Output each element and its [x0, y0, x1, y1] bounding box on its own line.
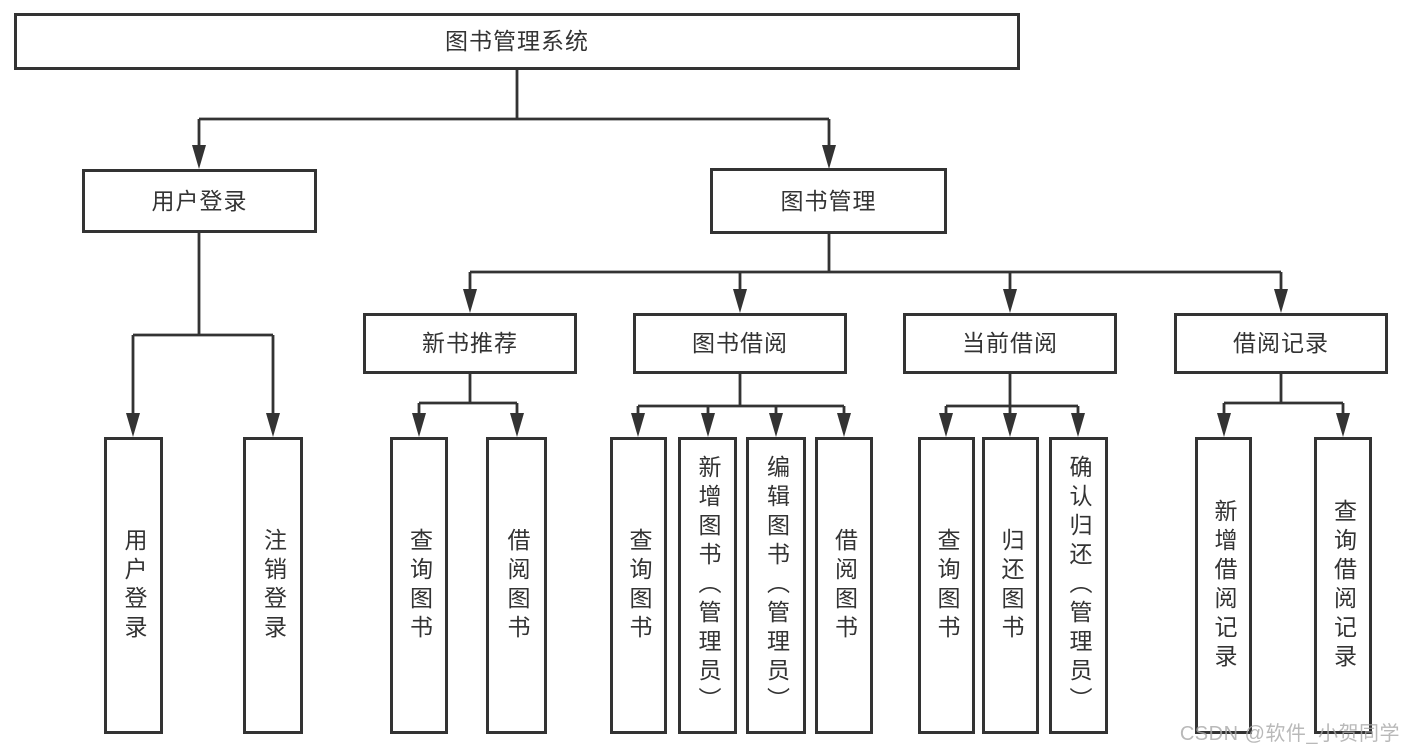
node-label: 借阅记录: [1233, 330, 1329, 356]
leaf-records-query-record: 查询借阅记录: [1314, 437, 1372, 734]
node-label: 确认归还（管理员）: [1066, 455, 1092, 716]
node-label: 借阅图书: [831, 527, 858, 644]
node-library-management-system: 图书管理系统: [14, 13, 1020, 70]
node-label: 图书借阅: [692, 330, 788, 356]
leaf-current-return-books: 归还图书: [982, 437, 1039, 734]
leaf-logout: 注销登录: [243, 437, 303, 734]
node-label: 查询图书: [406, 527, 433, 644]
node-book-management: 图书管理: [710, 168, 947, 234]
leaf-borrowing-borrow-books: 借阅图书: [815, 437, 873, 734]
leaf-current-query-books: 查询图书: [918, 437, 975, 734]
node-label: 图书管理: [780, 187, 877, 214]
leaf-borrowing-query-books: 查询图书: [610, 437, 667, 734]
node-label: 用户登录: [121, 527, 147, 644]
node-label: 查询图书: [626, 527, 652, 644]
csdn-watermark: CSDN @软件_小贺同学: [1179, 723, 1400, 745]
leaf-recommend-borrow-books: 借阅图书: [486, 437, 547, 734]
node-label: 新增图书（管理员）: [695, 455, 721, 716]
node-label: 借阅图书: [504, 527, 530, 644]
leaf-user-login: 用户登录: [104, 437, 163, 734]
leaf-borrowing-edit-books-admin: 编辑图书（管理员）: [746, 437, 806, 734]
node-current-borrowing: 当前借阅: [903, 313, 1117, 374]
node-label: 注销登录: [260, 527, 287, 644]
node-label: 编辑图书（管理员）: [763, 455, 790, 716]
node-borrowing-records: 借阅记录: [1174, 313, 1388, 374]
leaf-current-confirm-return-admin: 确认归还（管理员）: [1049, 437, 1108, 734]
node-user-login: 用户登录: [82, 169, 317, 233]
node-label: 查询借阅记录: [1330, 498, 1357, 673]
node-book-borrowing: 图书借阅: [633, 313, 847, 374]
leaf-records-add-record: 新增借阅记录: [1195, 437, 1252, 734]
leaf-recommend-query-books: 查询图书: [390, 437, 448, 734]
node-label: 归还图书: [998, 527, 1024, 644]
node-label: 用户登录: [151, 187, 248, 214]
node-label: 图书管理系统: [445, 28, 589, 54]
leaf-borrowing-add-books-admin: 新增图书（管理员）: [678, 437, 737, 734]
node-label: 当前借阅: [962, 330, 1058, 356]
node-new-book-recommend: 新书推荐: [363, 313, 577, 374]
node-label: 新增借阅记录: [1211, 498, 1237, 673]
node-label: 查询图书: [934, 527, 960, 644]
node-label: 新书推荐: [422, 330, 518, 356]
